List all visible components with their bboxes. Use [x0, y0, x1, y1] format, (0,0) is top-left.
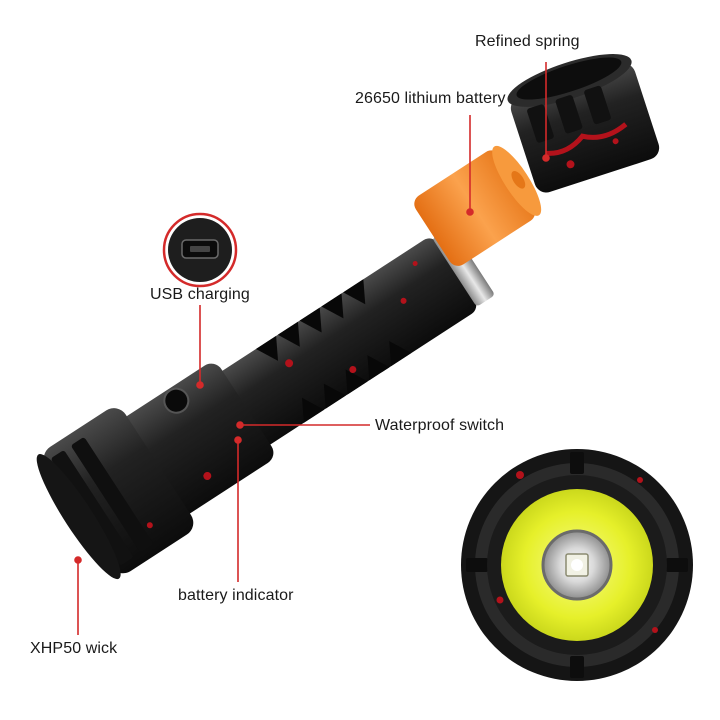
callout-battery-dot	[466, 208, 474, 216]
label-usb-charging: USB charging	[150, 286, 250, 303]
label-lithium-battery: 26650 lithium battery	[355, 90, 506, 107]
battery-cell	[414, 145, 542, 266]
label-waterproof-switch: Waterproof switch	[375, 417, 505, 434]
flashlight-body	[36, 227, 494, 580]
usb-inset	[162, 212, 238, 288]
callout-switch-dot	[236, 421, 244, 429]
callout-wick-dot	[74, 556, 82, 564]
callout-usb-dot	[196, 381, 204, 389]
callout-indicator-dot	[234, 436, 242, 444]
label-xhp50-wick: XHP50 wick	[30, 640, 118, 657]
callout-spring-dot	[542, 154, 550, 162]
label-battery-indicator: battery indicator	[178, 587, 294, 604]
lens-inset	[461, 449, 693, 681]
tail-cap	[507, 54, 660, 193]
label-refined-spring: Refined spring	[475, 33, 580, 50]
callout-lines	[74, 62, 550, 635]
